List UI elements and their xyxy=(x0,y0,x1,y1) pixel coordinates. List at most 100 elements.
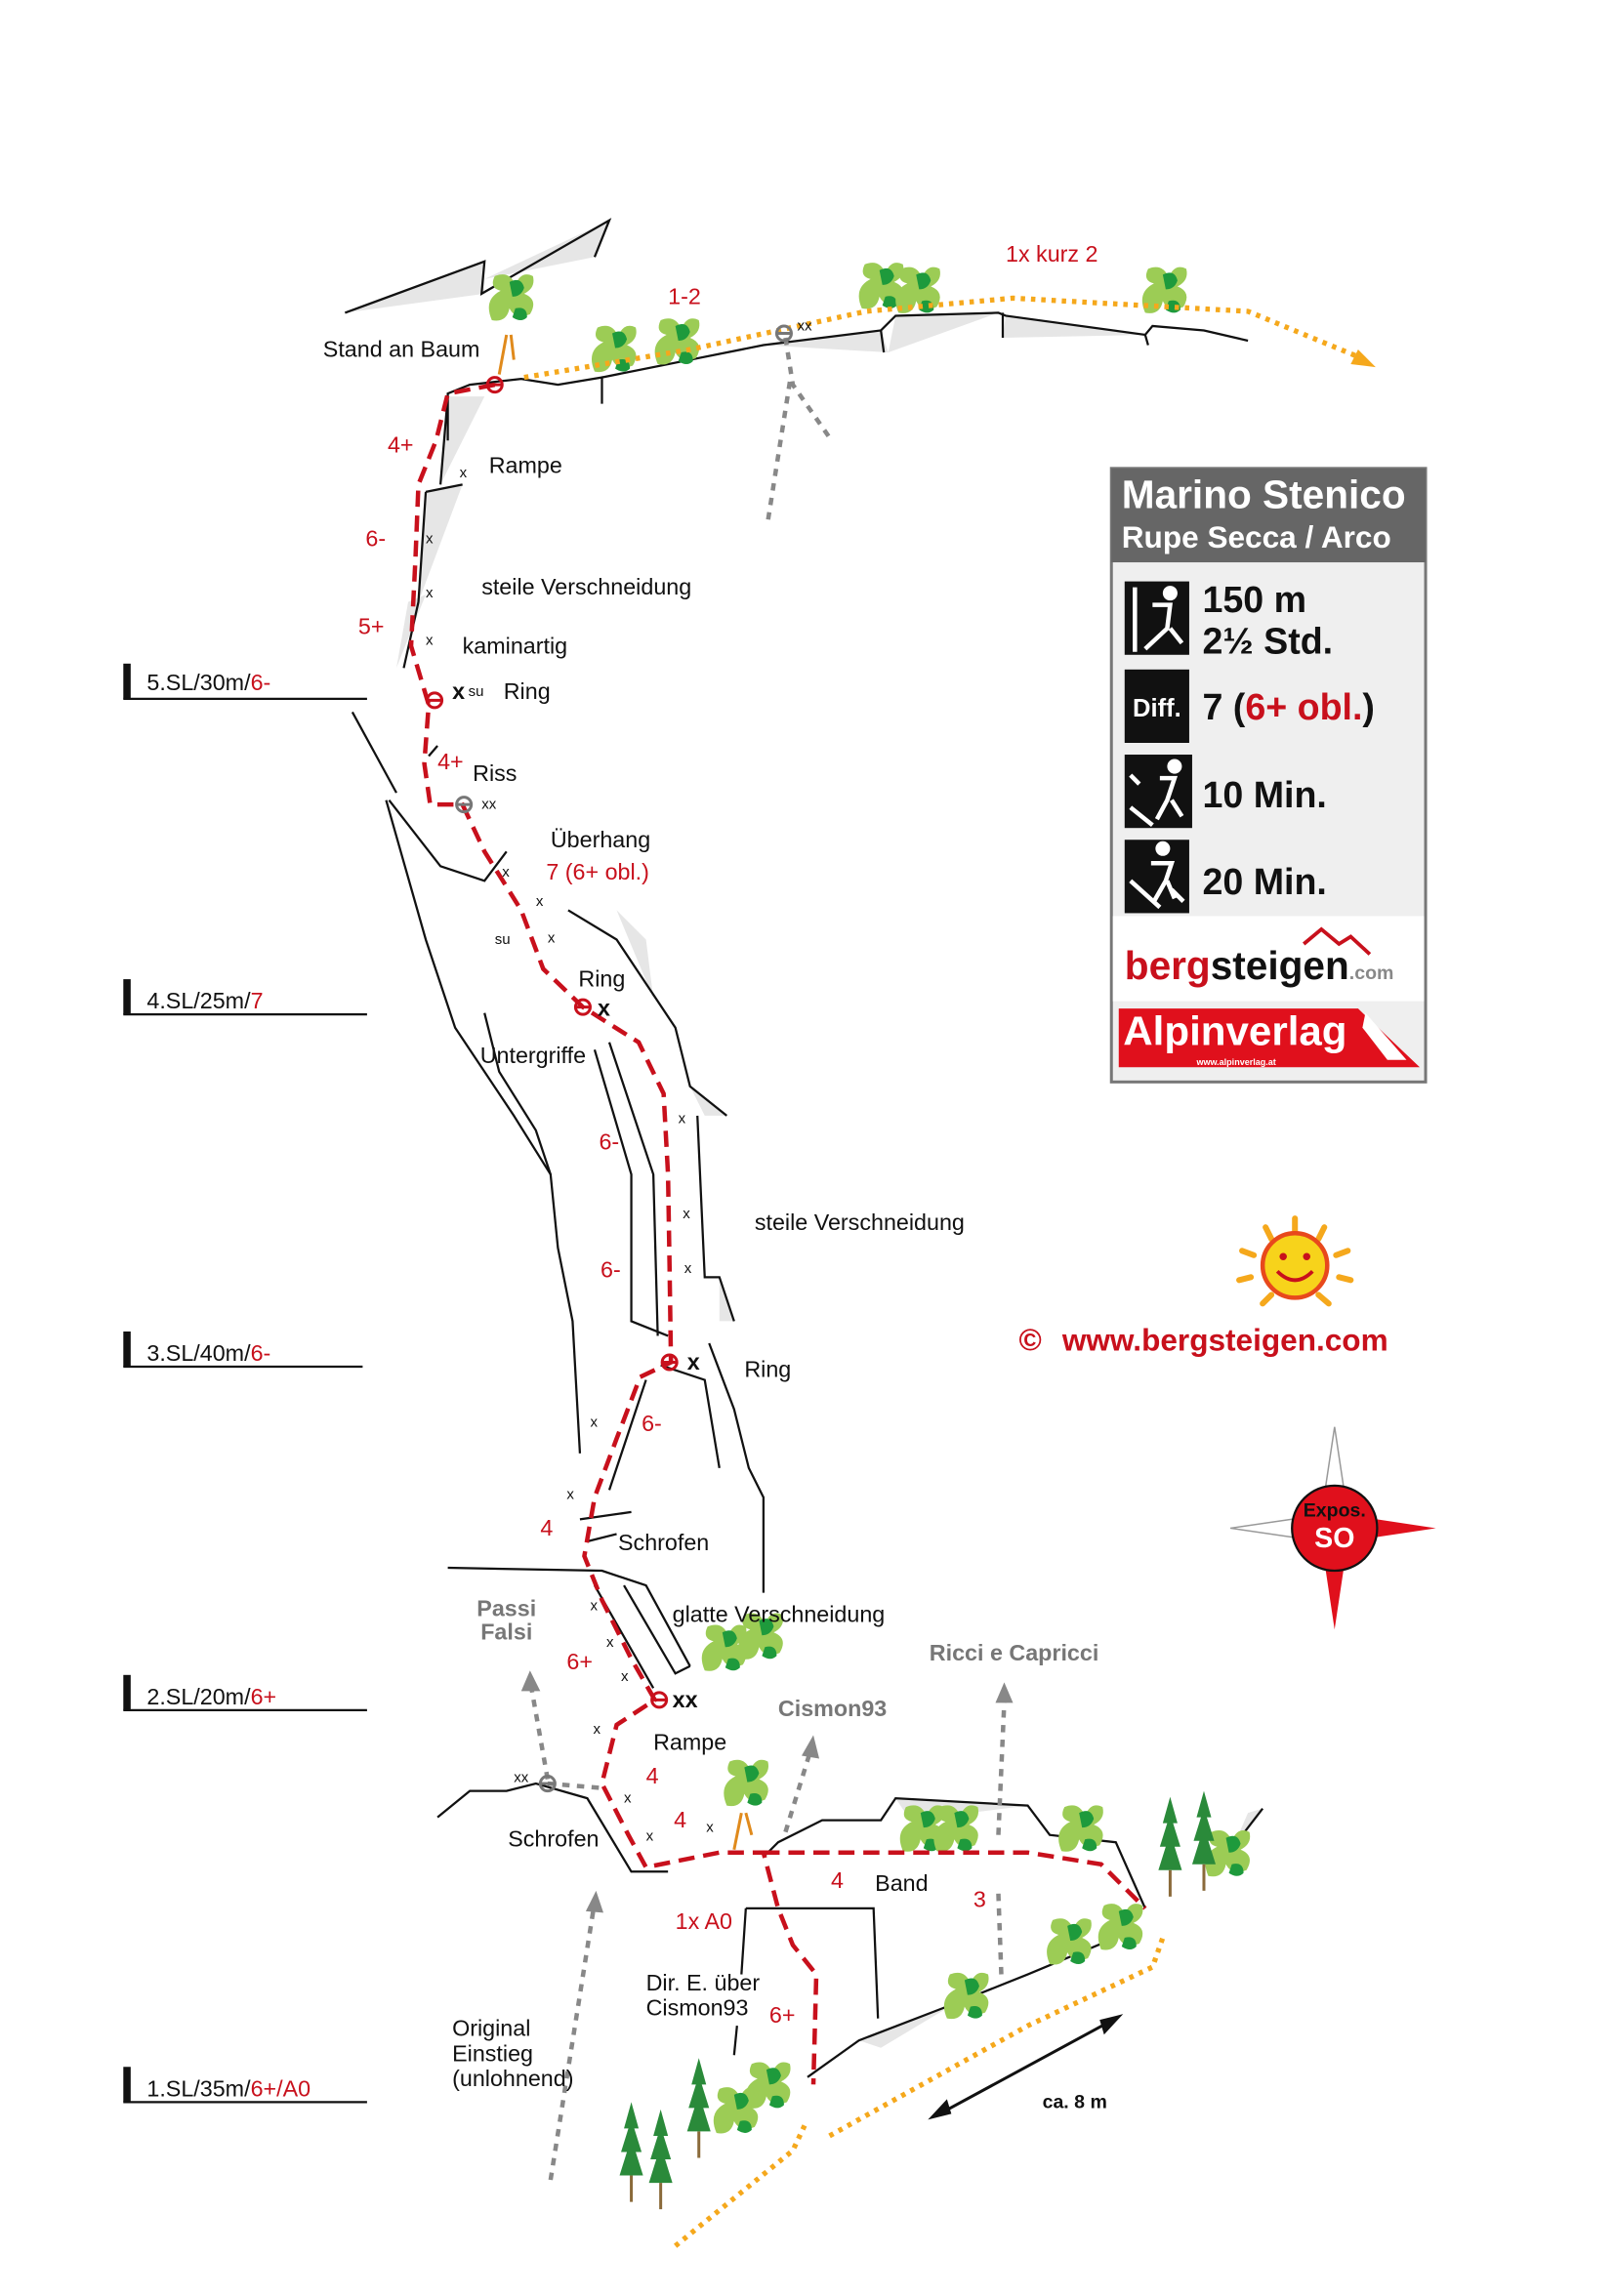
svg-text:x: x xyxy=(606,1634,614,1651)
svg-text:kaminartig: kaminartig xyxy=(463,633,567,658)
svg-text:Alpinverlag: Alpinverlag xyxy=(1123,1008,1346,1054)
svg-text:x: x xyxy=(460,465,468,481)
pitch-5: 5.SL/30m/6- xyxy=(123,663,367,701)
svg-text:Cismon93: Cismon93 xyxy=(778,1696,887,1721)
svg-text:6-: 6- xyxy=(600,1256,621,1282)
bolt-ring2: x xyxy=(598,996,610,1021)
svg-text:Schrofen: Schrofen xyxy=(618,1530,709,1555)
svg-text:1.SL/35m/6+/A0: 1.SL/35m/6+/A0 xyxy=(146,2075,311,2101)
route-area: Rupe Secca / Arco xyxy=(1122,519,1391,554)
svg-text:2.SL/20m/6+: 2.SL/20m/6+ xyxy=(146,1684,276,1709)
gray-arrow-passi xyxy=(529,1687,551,1780)
route-name: Marino Stenico xyxy=(1122,472,1406,516)
svg-text:1x A0: 1x A0 xyxy=(676,1908,732,1934)
svg-text:6-: 6- xyxy=(365,526,386,552)
svg-text:bergsteigen.com: bergsteigen.com xyxy=(1125,943,1394,988)
alpinverlag-logo: Alpinverlag www.alpinverlag.at xyxy=(1118,1008,1421,1068)
svg-text:7 (6+ obl.): 7 (6+ obl.) xyxy=(546,859,649,884)
svg-text:x: x xyxy=(684,1260,692,1277)
svg-text:steile Verschneidung: steile Verschneidung xyxy=(755,1210,965,1235)
svg-text:3: 3 xyxy=(973,1886,986,1911)
svg-text:x: x xyxy=(683,1206,690,1222)
svg-text:x: x xyxy=(426,585,434,601)
descent-arrowhead xyxy=(1350,349,1376,368)
gray-arrow-cismon xyxy=(783,1754,811,1833)
svg-text:www.alpinverlag.at: www.alpinverlag.at xyxy=(1195,1057,1275,1067)
svg-text:x: x xyxy=(706,1820,714,1836)
svg-text:4: 4 xyxy=(674,1807,686,1832)
svg-text:1-2: 1-2 xyxy=(668,283,701,308)
svg-text:(unlohnend): (unlohnend) xyxy=(452,2066,573,2091)
svg-text:x: x xyxy=(536,893,544,910)
svg-text:xx: xx xyxy=(514,1770,529,1786)
svg-text:su: su xyxy=(469,683,484,700)
svg-text:Ring: Ring xyxy=(504,678,551,704)
svg-text:4: 4 xyxy=(540,1515,553,1540)
svg-text:6-: 6- xyxy=(599,1129,619,1155)
svg-text:4+: 4+ xyxy=(437,749,464,774)
gray-arrow-original xyxy=(548,1910,596,2181)
route-duration: 2½ Std. xyxy=(1202,620,1333,661)
svg-text:Schrofen: Schrofen xyxy=(508,1826,599,1852)
difficulty-icon xyxy=(1124,669,1189,743)
svg-text:x: x xyxy=(621,1668,629,1685)
svg-text:Original: Original xyxy=(452,2016,530,2041)
svg-text:x: x xyxy=(426,531,434,548)
svg-text:x: x xyxy=(426,632,434,648)
exposure-direction: SO xyxy=(1314,1523,1354,1554)
svg-text:x: x xyxy=(646,1828,654,1845)
bolt-ring1: x xyxy=(452,678,465,704)
gray-arrow-ricci xyxy=(996,1702,1007,1835)
orange-approach-path xyxy=(674,1937,1166,2248)
pitch-4: 4.SL/25m/7 xyxy=(123,979,367,1016)
svg-text:su: su xyxy=(495,931,511,948)
route-line xyxy=(408,382,819,2085)
svg-text:Riss: Riss xyxy=(473,760,517,786)
svg-text:Diff.: Diff. xyxy=(1133,695,1181,722)
svg-text:Stand an Baum: Stand an Baum xyxy=(323,337,480,362)
svg-text:Band: Band xyxy=(875,1870,928,1896)
scale-arrow xyxy=(928,2014,1124,2120)
belay-markers xyxy=(426,324,793,1793)
svg-text:x: x xyxy=(590,1598,598,1615)
svg-text:Rampe: Rampe xyxy=(489,452,562,477)
svg-text:Überhang: Überhang xyxy=(551,827,650,852)
svg-text:x: x xyxy=(624,1790,632,1807)
route-length: 150 m xyxy=(1202,579,1306,620)
topo-labels: Stand an Baum Rampe steile Verschneidung… xyxy=(323,337,1107,2113)
svg-text:3.SL/40m/6-: 3.SL/40m/6- xyxy=(146,1340,270,1366)
svg-text:4.SL/25m/7: 4.SL/25m/7 xyxy=(146,988,263,1013)
svg-text:steile Verschneidung: steile Verschneidung xyxy=(481,574,691,599)
descent-time: 20 Min. xyxy=(1202,861,1326,902)
svg-text:Ricci e Capricci: Ricci e Capricci xyxy=(930,1640,1099,1665)
svg-text:Cismon93: Cismon93 xyxy=(646,1995,749,2021)
sun-logo xyxy=(1236,1215,1354,1307)
svg-text:Ring: Ring xyxy=(744,1357,791,1382)
svg-text:Dir. E. über: Dir. E. über xyxy=(646,1970,761,1995)
copyright: ©www.bergsteigen.com xyxy=(1019,1323,1388,1358)
gray-path-top xyxy=(766,337,832,522)
approach-time: 10 Min. xyxy=(1202,774,1326,815)
svg-text:6-: 6- xyxy=(642,1411,662,1436)
svg-text:x: x xyxy=(566,1486,574,1502)
compass-icon: Expos. SO xyxy=(1229,1426,1436,1630)
pitch-3: 3.SL/40m/6- xyxy=(123,1331,363,1369)
svg-text:Falsi: Falsi xyxy=(480,1620,532,1645)
pitch-1: 1.SL/35m/6+/A0 xyxy=(123,2067,367,2104)
svg-text:xx: xx xyxy=(797,317,812,334)
svg-text:4: 4 xyxy=(646,1763,659,1788)
svg-text:x: x xyxy=(548,929,556,946)
svg-text:Expos.: Expos. xyxy=(1304,1499,1366,1521)
route-info-box: Marino Stenico Rupe Secca / Arco 150 m 2… xyxy=(1109,467,1428,1084)
svg-text:Einstieg: Einstieg xyxy=(452,2040,533,2066)
trees xyxy=(488,263,1251,2211)
bolt-xx-2: xx xyxy=(673,1687,698,1712)
svg-text:Untergriffe: Untergriffe xyxy=(480,1043,586,1068)
pitch-markers: 5.SL/30m/6- 4.SL/25m/7 3.SL/40m/6- 2.SL/… xyxy=(123,663,367,2104)
pitch-2: 2.SL/20m/6+ xyxy=(123,1674,367,1712)
svg-text:x: x xyxy=(590,1414,598,1431)
svg-text:5.SL/30m/6-: 5.SL/30m/6- xyxy=(146,670,270,695)
svg-text:1x kurz 2: 1x kurz 2 xyxy=(1006,241,1098,266)
